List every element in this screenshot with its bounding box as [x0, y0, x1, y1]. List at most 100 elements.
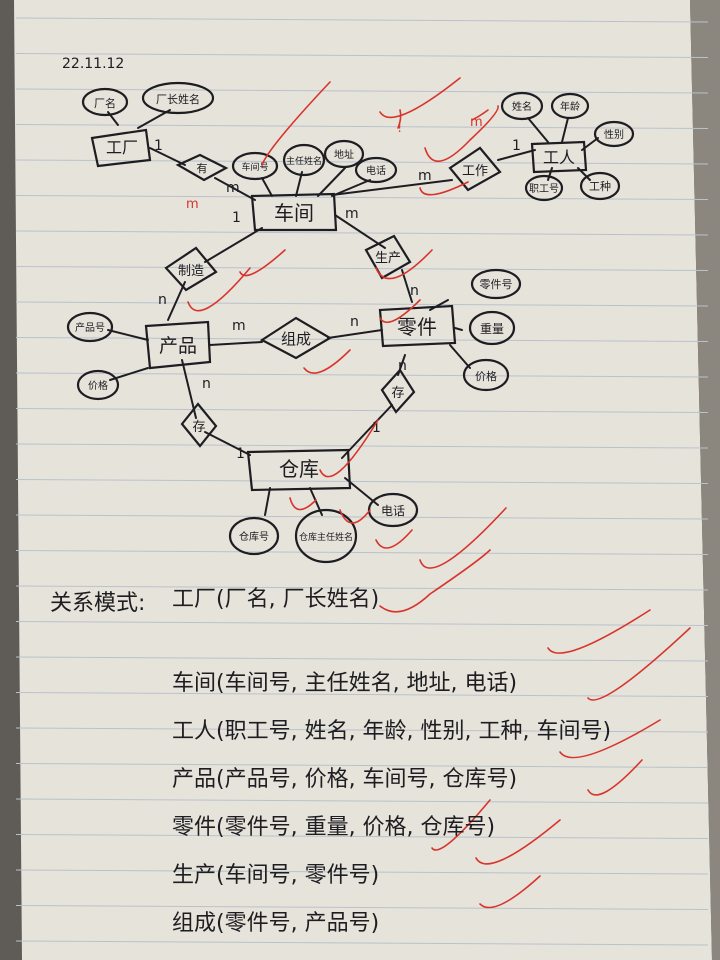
entity-worker-label: 工人: [543, 148, 575, 167]
svg-text:重量: 重量: [480, 322, 504, 336]
attr-part-weight: 重量: [468, 310, 516, 346]
entity-product: 产品: [144, 320, 212, 370]
ruled-line: [15, 479, 709, 484]
ruled-line: [15, 337, 709, 342]
schema-line: 产品(产品号, 价格, 车间号, 仓库号): [172, 767, 517, 792]
card-store-warehouse-p: 1: [236, 446, 245, 462]
card-store-warehouse-w: 1: [372, 420, 381, 436]
card-factory-has: 1: [154, 138, 163, 154]
ruled-line: [15, 514, 709, 520]
ruled-line: [15, 798, 709, 804]
entity-factory: 工厂: [90, 128, 152, 168]
svg-text:仓库号: 仓库号: [239, 530, 269, 543]
relationship-compose: 组成: [259, 316, 333, 360]
entity-product-label: 产品: [159, 335, 197, 357]
relationship-store-part-label: 存: [391, 386, 404, 401]
svg-text:零件号: 零件号: [480, 278, 513, 291]
relationship-work: 工作: [448, 146, 502, 192]
svg-text:电话: 电话: [366, 164, 386, 177]
ruled-line: [15, 621, 709, 626]
card-part-store: n: [398, 358, 407, 374]
connector-lines: [107, 109, 599, 516]
ruled-line: [15, 17, 709, 23]
card-make-product: n: [158, 292, 167, 308]
svg-text:产品号: 产品号: [75, 321, 105, 334]
schema-line: 车间(车间号, 主任姓名, 地址, 电话): [172, 671, 517, 696]
entity-warehouse-label: 仓库: [279, 457, 319, 481]
card-has-workshop: m: [226, 180, 240, 196]
svg-text:厂名: 厂名: [94, 96, 116, 110]
page-edge: [690, 0, 720, 960]
ruled-line: [15, 656, 709, 662]
relationship-produce-label: 生产: [375, 251, 401, 266]
svg-text:价格: 价格: [475, 369, 497, 383]
card-product-store: n: [202, 376, 211, 392]
svg-text:性别: 性别: [604, 128, 624, 141]
date-text: 22.11.12: [62, 56, 124, 72]
attr-worker-type: 工种: [579, 171, 621, 201]
attr-factory-director: 厂长姓名: [141, 81, 215, 115]
svg-text:m: m: [470, 115, 483, 130]
entity-workshop-label: 车间: [274, 201, 314, 225]
ruled-line: [15, 266, 709, 271]
entity-worker: 工人: [530, 140, 588, 174]
red-check-marks: [187, 77, 691, 909]
svg-text:价格: 价格: [88, 379, 108, 392]
attr-part-id: 零件号: [470, 268, 522, 300]
entity-part: 零件: [378, 304, 457, 348]
svg-text:工种: 工种: [589, 179, 611, 193]
paper-sheet: [14, 0, 712, 960]
relationship-work-label: 工作: [462, 164, 488, 179]
entity-factory-label: 工厂: [106, 138, 138, 157]
card-workshop-make: 1: [232, 210, 241, 226]
card-produce-part: n: [410, 283, 419, 299]
attr-factory-name: 厂名: [81, 87, 129, 117]
svg-text:姓名: 姓名: [512, 100, 532, 113]
ruled-line: [15, 301, 709, 307]
svg-text:主任姓名: 主任姓名: [286, 155, 322, 167]
attr-product-price: 价格: [76, 369, 120, 401]
attr-worker-id: 职工号: [524, 174, 564, 202]
attr-warehouse-id: 仓库号: [228, 516, 280, 556]
svg-text:年龄: 年龄: [560, 100, 580, 113]
attr-part-price: 价格: [462, 358, 510, 392]
card-compose-part: n: [350, 314, 359, 330]
ruled-line: [15, 869, 709, 875]
schema-line: 生产(车间号, 零件号): [172, 863, 379, 888]
svg-text:地址: 地址: [334, 148, 354, 161]
attr-workshop-phone: 电话: [354, 156, 398, 184]
red-cardinality-marks: m ! m: [186, 115, 483, 212]
schema-line: 工人(职工号, 姓名, 年龄, 性别, 工种, 车间号): [172, 719, 611, 744]
ruled-line: [15, 124, 709, 129]
relationship-has-label: 有: [197, 161, 208, 175]
ruled-line: [15, 53, 709, 58]
ruled-line: [15, 727, 709, 733]
svg-text:仓库主任姓名: 仓库主任姓名: [299, 531, 353, 543]
ruled-line: [15, 550, 709, 555]
attr-worker-age: 年龄: [550, 92, 590, 120]
entity-workshop: 车间: [250, 192, 338, 232]
ruled-line: [15, 88, 709, 94]
card-workshop-produce: m: [345, 206, 359, 222]
schema-lines: 工厂(厂名, 厂长姓名)车间(车间号, 主任姓名, 地址, 电话)工人(职工号,…: [172, 587, 611, 936]
svg-text:车间号: 车间号: [241, 161, 268, 173]
ruled-line: [15, 692, 709, 697]
card-product-compose: m: [232, 318, 246, 334]
card-work-worker: 1: [512, 138, 521, 154]
relationship-store-product: 存: [180, 402, 218, 448]
attr-product-id: 产品号: [66, 311, 114, 343]
attr-worker-gender: 性别: [593, 120, 635, 148]
ruled-line: [15, 585, 709, 591]
relationship-store-product-label: 存: [192, 420, 205, 435]
svg-text:职工号: 职工号: [529, 183, 559, 195]
entity-part-label: 零件: [397, 315, 437, 339]
relationship-compose-label: 组成: [281, 330, 311, 348]
svg-text:厂长姓名: 厂长姓名: [156, 92, 200, 106]
attr-warehouse-director: 仓库主任姓名: [294, 508, 358, 564]
relationship-store-part: 存: [380, 368, 416, 414]
attr-worker-name: 姓名: [500, 91, 544, 121]
schema-line: 零件(零件号, 重量, 价格, 仓库号): [172, 815, 495, 840]
ruled-line: [15, 905, 709, 910]
cardinality-labels: 1 m m 1 1 n m n m n n n 1 1: [154, 138, 521, 462]
schema-line: 组成(零件号, 产品号): [172, 911, 379, 936]
